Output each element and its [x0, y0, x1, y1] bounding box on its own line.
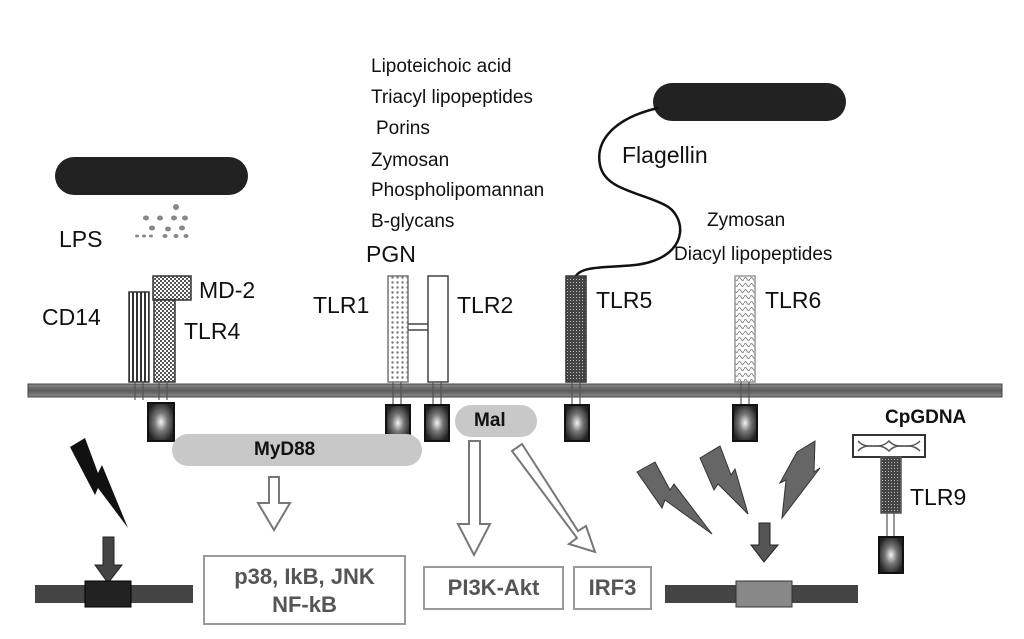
tir-domain-tlr9 [878, 536, 904, 574]
lps-label: LPS [59, 226, 103, 252]
output-irf3: IRF3 [588, 575, 637, 600]
output-pi3k-akt: PI3K-Akt [447, 575, 540, 600]
transmembrane-stalks [134, 382, 895, 537]
tlr1-receptor [387, 275, 409, 383]
md2-label: MD-2 [199, 277, 256, 303]
flagellin-filament [573, 106, 682, 279]
tlr9-receptor [880, 456, 902, 514]
md2-protein [152, 275, 192, 301]
ligand-diacyl-lipopeptides: Diacyl lipopeptides [674, 244, 833, 265]
myd88-adaptor [172, 434, 422, 466]
mal-adaptor [455, 405, 537, 437]
ligand-zymosan: Zymosan [371, 150, 450, 171]
lightning-bolt-icon [70, 438, 128, 528]
cd14-label: CD14 [42, 304, 101, 330]
output-nfkb: NF-kB [272, 592, 337, 617]
tir-domain-tlr5 [564, 404, 590, 442]
cpgdna-label: CpGDNA [885, 407, 967, 428]
cpg-dna-box [852, 434, 926, 458]
flagellin-label: Flagellin [622, 142, 708, 168]
tlr2-label: TLR2 [457, 292, 514, 318]
tlr6-receptor [734, 275, 756, 383]
tlr9-label: TLR9 [910, 484, 967, 510]
bacterium-lps [55, 157, 248, 195]
mal-label: Mal [474, 410, 506, 431]
ligand-b-glycans: B-glycans [371, 211, 455, 232]
gene-promoter-left [84, 580, 132, 608]
lps-particles [135, 204, 189, 238]
tlr5-label: TLR5 [596, 287, 653, 313]
arrow-icon [456, 440, 492, 558]
output-p38-ikb-jnk: p38, IkB, JNK [234, 564, 375, 589]
dna-helix-icon [857, 439, 921, 453]
tlr4-label: TLR4 [184, 318, 241, 344]
arrow-icon [256, 476, 292, 532]
bacterium-flagellin [653, 83, 846, 121]
output-box-pi3k-akt: PI3K-Akt [423, 566, 564, 610]
ligand-phospholipomannan: Phospholipomannan [371, 180, 545, 201]
arrow-icon [94, 536, 124, 584]
lightning-bolt-icon [699, 445, 749, 515]
tlr4-receptor [153, 299, 176, 383]
myd88-label: MyD88 [254, 439, 316, 460]
tir-domain-tlr2 [424, 404, 450, 442]
cell-membrane [27, 383, 1003, 398]
tlr6-label: TLR6 [765, 287, 822, 313]
output-box-p38-ikb-jnk-nfkb: p38, IkB, JNK NF-kB [203, 555, 406, 625]
arrow-icon [510, 442, 597, 554]
tlr1-label: TLR1 [313, 292, 370, 318]
tir-domain-tlr4 [147, 402, 175, 442]
pgn-label: PGN [366, 241, 416, 267]
output-box-irf3: IRF3 [573, 566, 652, 610]
ligand-porins: Porins [376, 118, 430, 139]
cd14-receptor [128, 291, 150, 383]
ligand-triacyl-lipopeptides: Triacyl lipopeptides [371, 87, 533, 108]
tlr5-receptor [565, 275, 587, 383]
tir-domain-tlr6 [732, 404, 758, 442]
lightning-bolt-icon [778, 440, 821, 520]
arrow-icon [749, 522, 780, 563]
ligand-lipoteichoic-acid: Lipoteichoic acid [371, 56, 512, 77]
tlr2-receptor [427, 275, 449, 383]
ligand-zymosan-tlr6: Zymosan [707, 210, 786, 231]
lightning-bolt-icon [636, 461, 713, 535]
gene-promoter-right [735, 580, 793, 608]
